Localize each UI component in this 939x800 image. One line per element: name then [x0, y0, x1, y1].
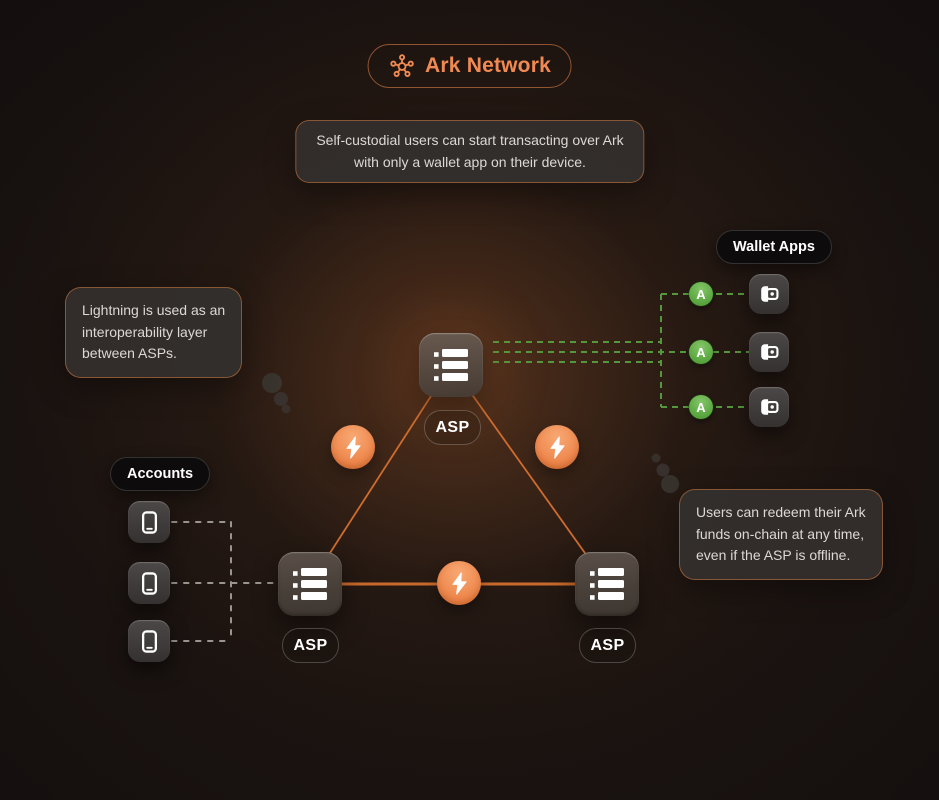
- lightning-bolt-icon: [547, 435, 568, 459]
- server-list-icon: [434, 349, 468, 381]
- asp-label-text: ASP: [293, 636, 328, 654]
- ark-badge-2: A: [689, 340, 713, 364]
- callout-line: interoperability layer: [82, 323, 208, 340]
- callout-line: even if the ASP is offline.: [696, 547, 851, 564]
- asp-node-bottom-left: [278, 552, 342, 616]
- server-list-icon: [590, 568, 624, 600]
- callout-redeem-onchain: Users can redeem their Ark funds on-chai…: [679, 489, 883, 581]
- accounts-label-pill: Accounts: [110, 457, 211, 491]
- wallet-icon: [758, 396, 780, 418]
- wallet-app-item-2: [749, 332, 789, 372]
- ark-badge-letter: A: [696, 286, 706, 302]
- edge-top-to-left: [309, 364, 452, 585]
- account-item-3: [128, 620, 170, 662]
- smartphone-icon: [140, 629, 159, 653]
- callout-line: with only a wallet app on their device.: [354, 153, 586, 170]
- callout-line: Lightning is used as an: [82, 302, 226, 318]
- server-list-icon: [293, 568, 327, 600]
- lightning-link-bottom: [437, 561, 481, 605]
- lightning-bolt-icon: [449, 571, 470, 595]
- account-item-2: [128, 562, 170, 604]
- callout-line: Self-custodial users can start transacti…: [316, 132, 624, 148]
- callout-lightning-interop: Lightning is used as an interoperability…: [65, 287, 243, 379]
- asp-label-text: ASP: [590, 636, 625, 654]
- smartphone-icon: [140, 571, 159, 595]
- asp-node-top: [419, 333, 483, 397]
- wallet-apps-label: Wallet Apps: [733, 239, 815, 255]
- wallet-apps-label-pill: Wallet Apps: [716, 230, 832, 264]
- edge-top-to-right: [450, 364, 608, 585]
- decorative-dots-right: [651, 453, 679, 493]
- ark-badge-letter: A: [696, 399, 706, 415]
- asp-label-top: ASP: [424, 410, 481, 445]
- callout-line: between ASPs.: [82, 345, 177, 362]
- ark-network-badge: Ark Network: [367, 44, 572, 88]
- wallet-icon: [758, 341, 780, 363]
- ark-badge-letter: A: [696, 344, 706, 360]
- lightning-link-left: [331, 425, 375, 469]
- network-hub-icon: [388, 53, 415, 80]
- callout-line: Users can redeem their Ark: [696, 504, 866, 520]
- smartphone-icon: [140, 510, 159, 534]
- lightning-link-right: [535, 425, 579, 469]
- ark-network-label: Ark Network: [425, 54, 551, 77]
- ark-badge-3: A: [689, 395, 713, 419]
- asp-label-bottom-right: ASP: [579, 628, 636, 663]
- callout-line: funds on-chain at any time,: [696, 525, 865, 542]
- wallet-app-item-1: [749, 274, 789, 314]
- asp-node-bottom-right: [575, 552, 639, 616]
- wallet-icon: [758, 283, 780, 305]
- accounts-label: Accounts: [127, 466, 194, 482]
- lightning-bolt-icon: [343, 435, 364, 459]
- wallet-app-item-3: [749, 387, 789, 427]
- ark-badge-1: A: [689, 282, 713, 306]
- asp-label-text: ASP: [435, 418, 470, 436]
- decorative-dots-left: [262, 373, 291, 414]
- asp-label-bottom-left: ASP: [282, 628, 339, 663]
- callout-self-custodial: Self-custodial users can start transacti…: [295, 120, 645, 184]
- account-item-1: [128, 501, 170, 543]
